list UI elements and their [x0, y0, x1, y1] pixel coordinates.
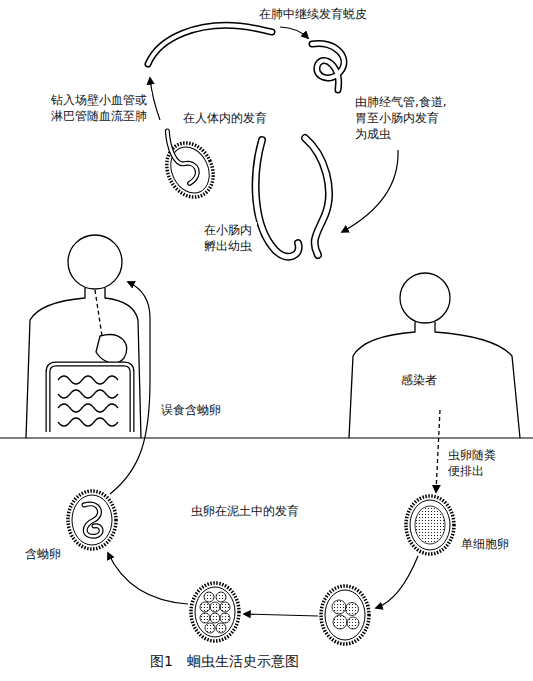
single-cell-egg	[406, 496, 454, 554]
four-cell-egg	[321, 586, 369, 644]
molting-larva	[312, 43, 344, 90]
figure-caption: 图1 蛔虫生活史示意图	[150, 652, 299, 671]
multi-cell-egg	[191, 583, 239, 641]
larva-egg	[68, 491, 116, 549]
label-text: 虫卵随粪便排出	[447, 447, 501, 479]
label-text: 由肺经气管,食道,胃至小肠内发育为成虫	[354, 94, 451, 143]
soil-arrows	[108, 282, 418, 616]
label-text: 在肺中继续发育蜕皮	[258, 6, 368, 22]
label-text: 虫卵在泥土中的发育	[190, 503, 300, 519]
adult-worms	[256, 138, 329, 257]
hatching-egg	[151, 120, 222, 205]
label-text: 误食含蚴卵	[160, 402, 222, 418]
label-text: 在小肠内孵出幼虫	[203, 222, 257, 254]
infected-person	[349, 273, 520, 492]
label-text: 单细胞卵	[460, 536, 510, 552]
ground-line	[0, 437, 533, 438]
label-text: 含蚴卵	[24, 546, 62, 562]
label-text: 在人体内的发育	[182, 110, 268, 126]
label-text: 钻入场壁小血管或淋巴管随血流至肺	[50, 92, 152, 124]
label-text: 感染者	[400, 372, 438, 388]
person-eating	[26, 235, 141, 438]
lung-larva	[148, 25, 272, 64]
